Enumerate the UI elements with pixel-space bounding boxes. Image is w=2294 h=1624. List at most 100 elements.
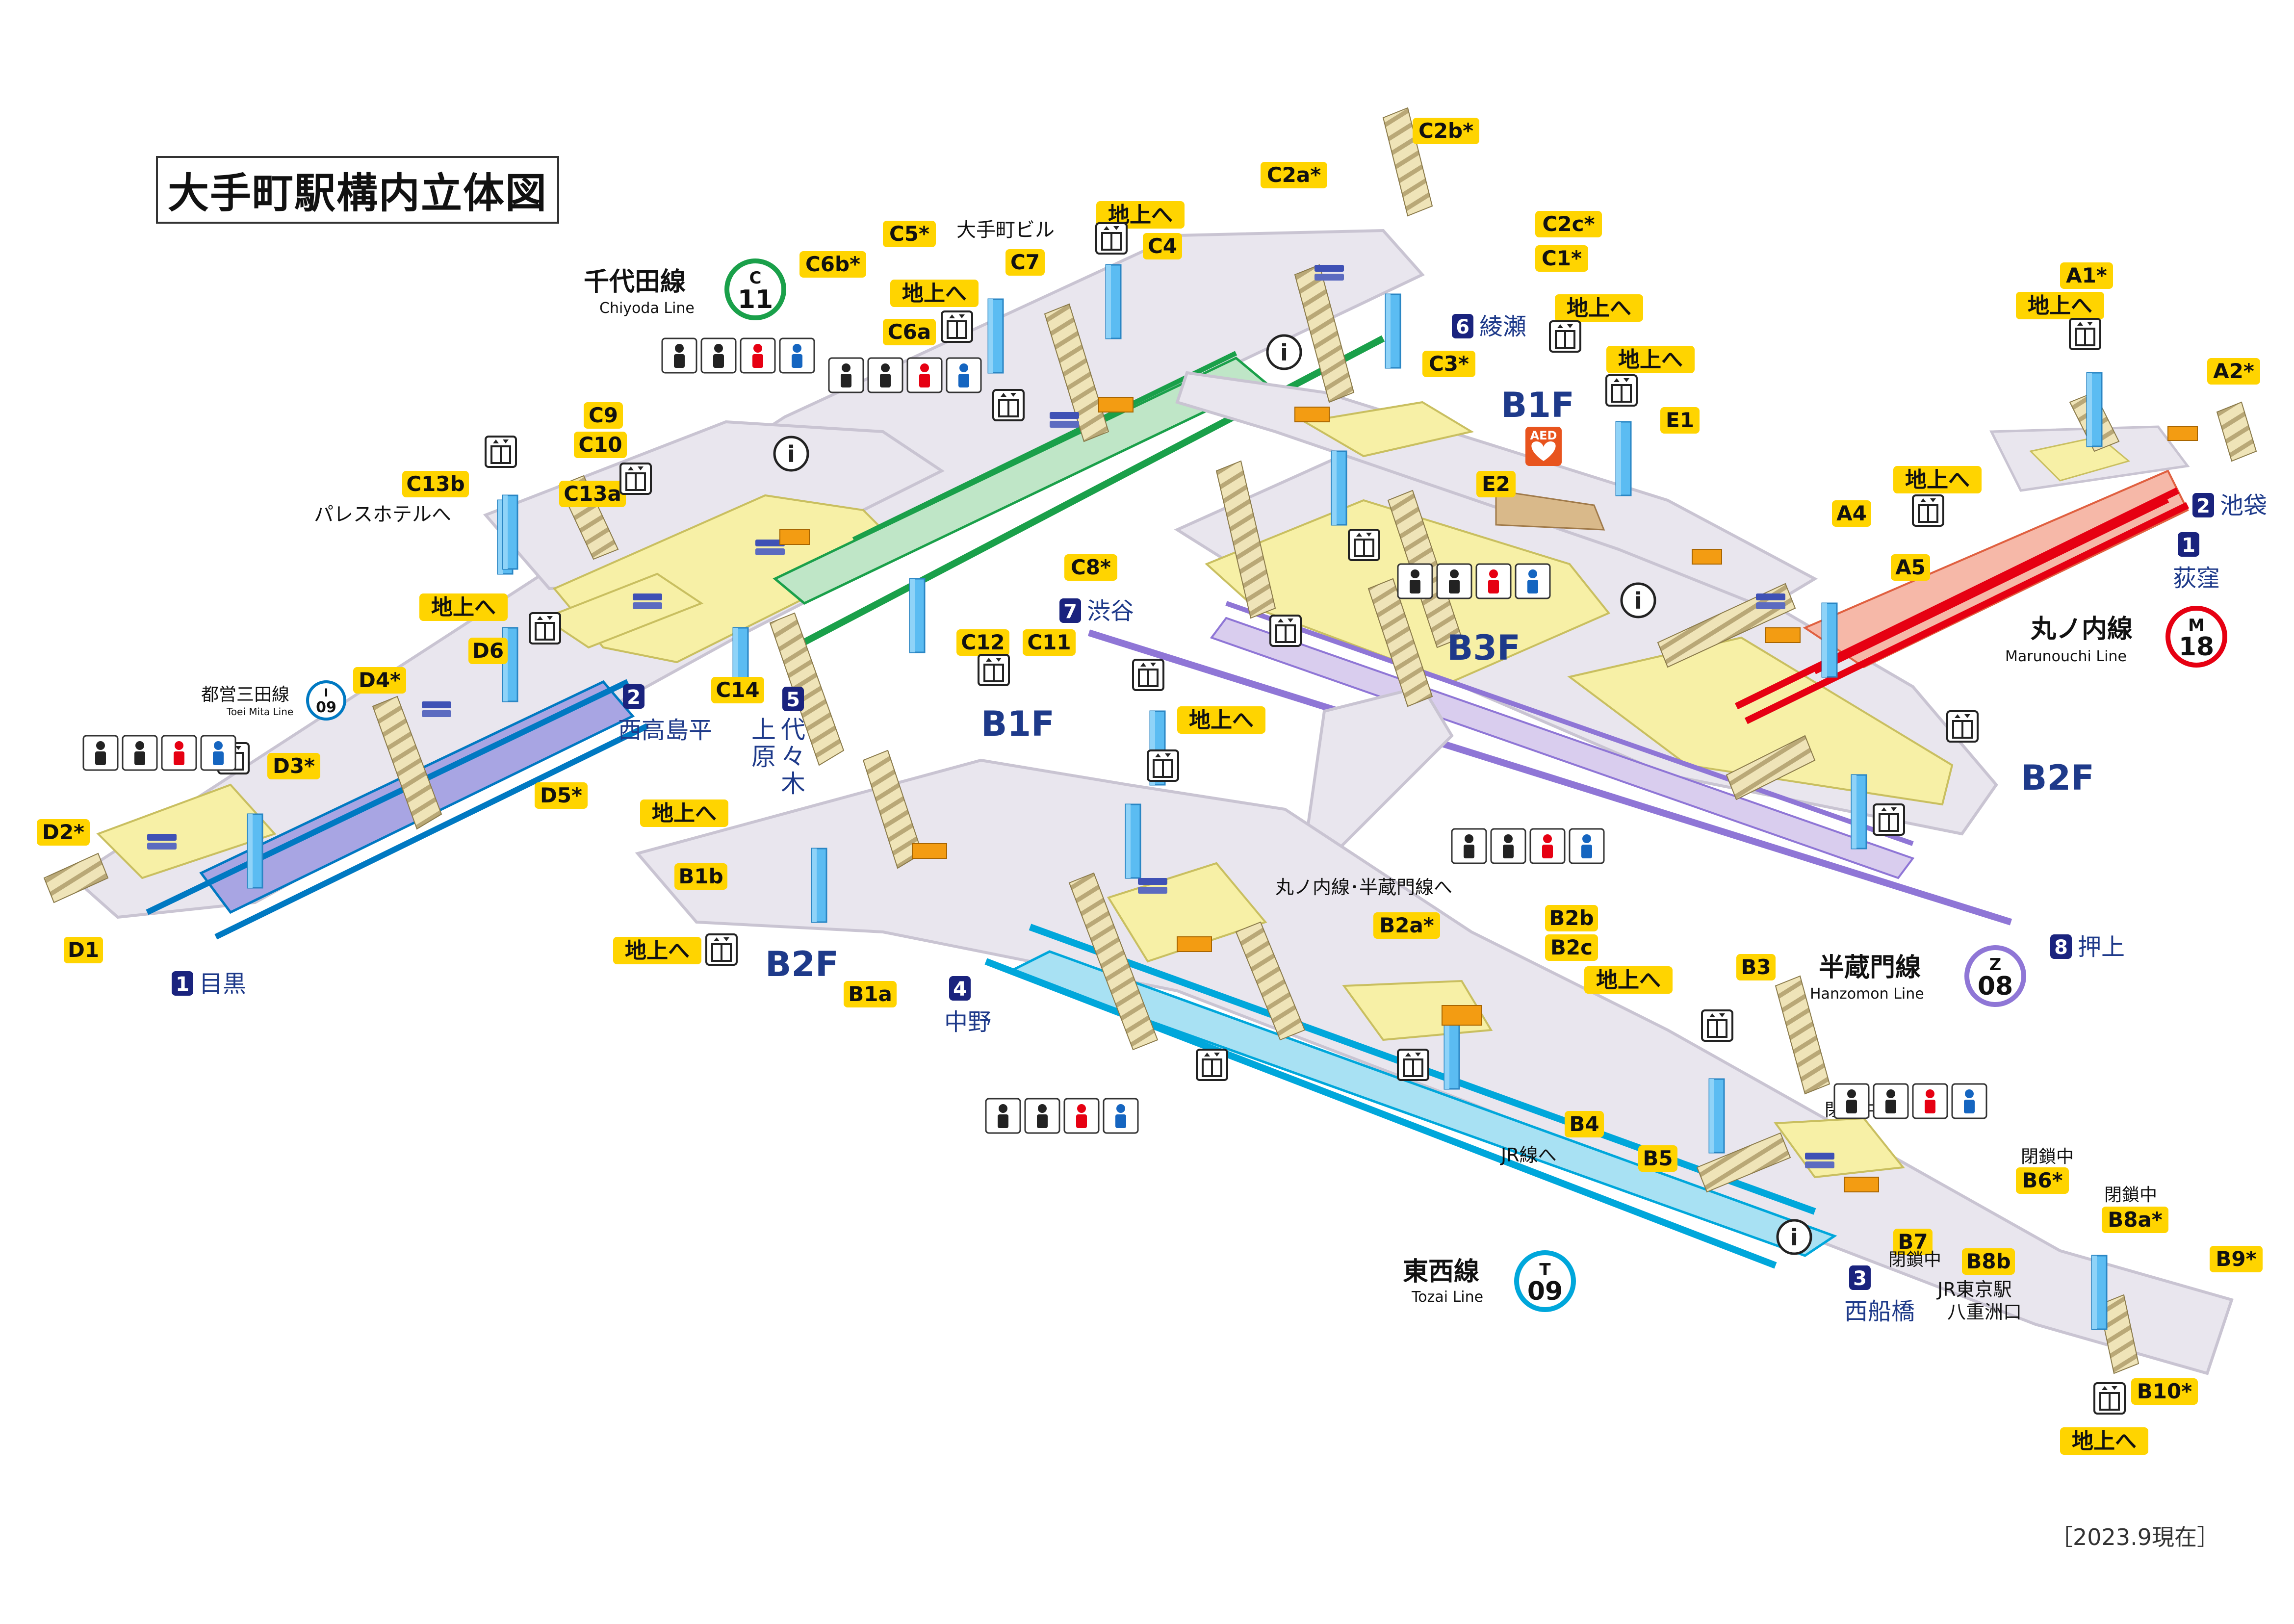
exit-label-text: B1b bbox=[678, 864, 723, 888]
elevator-icon bbox=[1873, 803, 1905, 836]
exit-label-text: D3* bbox=[273, 754, 315, 778]
date-note: ［2023.9現在］ bbox=[2050, 1524, 2219, 1550]
floor-label: B2F bbox=[765, 944, 839, 984]
direction-text: 池袋 bbox=[2220, 492, 2267, 519]
elevator-icon bbox=[1946, 710, 1979, 743]
exit-label-text: C4 bbox=[1148, 234, 1177, 258]
exit-label-b9: B9* bbox=[2210, 1246, 2263, 1272]
line-badge-mita: 都営三田線 Toei Mita Line I 09 bbox=[201, 680, 346, 721]
direction-number: 5 bbox=[786, 689, 800, 711]
direction-text-char: 々 bbox=[781, 743, 805, 771]
exit-label-c1: C1* bbox=[1535, 245, 1588, 272]
to-surface-label: 地上へ bbox=[1096, 201, 1185, 229]
to-surface-label: 地上へ bbox=[1584, 966, 1673, 994]
elevator-icon bbox=[1549, 320, 1581, 353]
wheelchair-icon bbox=[1103, 1098, 1139, 1134]
nursing-room-icon bbox=[1397, 563, 1433, 599]
svg-text:18: 18 bbox=[2179, 632, 2214, 662]
elevator-icon bbox=[978, 654, 1010, 686]
exit-label-text: D5* bbox=[540, 783, 582, 807]
direction-text-char: 原 bbox=[751, 743, 776, 771]
svg-text:09: 09 bbox=[316, 699, 336, 716]
exit-label-text: E2 bbox=[1482, 472, 1510, 496]
elevator-icon bbox=[941, 310, 973, 343]
exit-label-text: C10 bbox=[578, 433, 622, 457]
info-icon: i bbox=[1776, 1219, 1812, 1255]
elevator-icon bbox=[1701, 1009, 1733, 1042]
to-surface-text: 地上へ bbox=[431, 595, 496, 620]
svg-text:i: i bbox=[1280, 339, 1288, 366]
elevator-icon bbox=[1147, 749, 1179, 782]
elevator-icon bbox=[1348, 529, 1380, 561]
svg-text:Hanzomon Line: Hanzomon Line bbox=[1810, 985, 1924, 1003]
baby-care-icon bbox=[1490, 828, 1526, 864]
elevator-icon bbox=[529, 612, 561, 644]
floor-label: B1F bbox=[981, 704, 1055, 744]
exit-label-d2: D2* bbox=[37, 819, 90, 846]
exit-label-b5: B5 bbox=[1638, 1145, 1677, 1172]
exit-label-text: C3* bbox=[1429, 352, 1469, 376]
facility-icon-group bbox=[1451, 828, 1605, 864]
note-jr-tokyo-1: JR東京駅 bbox=[1936, 1279, 2012, 1300]
to-surface-text: 地上へ bbox=[2072, 1429, 2137, 1454]
nursing-room-icon bbox=[661, 337, 697, 374]
elevator-icon bbox=[1912, 494, 1944, 527]
exit-label-c2a: C2a* bbox=[1261, 162, 1327, 188]
exit-label-c13a: C13a bbox=[559, 481, 626, 507]
baby-care-icon bbox=[1873, 1083, 1909, 1119]
direction-m1: 1荻窪 bbox=[2173, 532, 2220, 592]
note-closed-2: 閉鎖中 bbox=[2021, 1147, 2074, 1167]
exit-label-a5: A5 bbox=[1891, 554, 1930, 581]
ticket-gates bbox=[147, 265, 2198, 1192]
to-surface-text: 地上へ bbox=[2028, 293, 2092, 318]
direction-text: 西高島平 bbox=[618, 717, 712, 744]
exit-label-c2b: C2b* bbox=[1413, 118, 1479, 144]
exit-label-text: D4* bbox=[359, 668, 401, 692]
exit-label-text: C2c* bbox=[1543, 212, 1595, 236]
to-surface-label: 地上へ bbox=[613, 937, 701, 964]
facility-icon-group bbox=[1397, 563, 1551, 599]
exit-label-text: C7 bbox=[1010, 250, 1040, 274]
exit-label-text: B6* bbox=[2022, 1168, 2062, 1192]
to-surface-label: 地上へ bbox=[640, 799, 728, 827]
svg-text:C: C bbox=[749, 268, 762, 288]
exit-label-c10: C10 bbox=[574, 432, 627, 458]
direction-number: 2 bbox=[2196, 495, 2210, 517]
svg-text:08: 08 bbox=[1978, 972, 2013, 1001]
exit-label-text: A2* bbox=[2213, 359, 2254, 383]
exit-label-text: C8* bbox=[1071, 555, 1111, 579]
elevator-icon bbox=[1196, 1049, 1228, 1081]
elevator-icon bbox=[1132, 659, 1164, 691]
exit-label-text: C5* bbox=[889, 222, 929, 246]
facility-icon-group bbox=[828, 357, 982, 393]
elevator-icon bbox=[992, 389, 1025, 421]
to-surface-label: 地上へ bbox=[890, 280, 979, 307]
exit-label-b4: B4 bbox=[1565, 1111, 1604, 1137]
wheelchair-icon bbox=[1515, 563, 1551, 599]
toilet-icon bbox=[1529, 828, 1566, 864]
facility-icon-group bbox=[1833, 1083, 1987, 1119]
exit-label-b3: B3 bbox=[1736, 954, 1776, 980]
nursing-room-icon bbox=[1833, 1083, 1870, 1119]
to-surface-text: 地上へ bbox=[1618, 347, 1683, 372]
elevator-icon bbox=[705, 933, 738, 966]
exit-label-c3: C3* bbox=[1422, 351, 1475, 377]
exit-label-d1: D1 bbox=[64, 937, 103, 963]
to-surface-label: 地上へ bbox=[419, 593, 508, 621]
exit-label-d3: D3* bbox=[267, 753, 320, 779]
exit-label-c2c: C2c* bbox=[1535, 211, 1602, 237]
svg-text:Marunouchi Line: Marunouchi Line bbox=[2005, 648, 2127, 665]
svg-text:09: 09 bbox=[1527, 1277, 1563, 1306]
toilet-icon bbox=[740, 337, 776, 374]
exit-label-text: D1 bbox=[68, 938, 99, 962]
elevator-icon bbox=[1095, 222, 1128, 255]
exit-label-text: B3 bbox=[1741, 955, 1771, 979]
direction-number: 8 bbox=[2054, 936, 2068, 959]
exit-label-text: B2c bbox=[1550, 935, 1593, 959]
elevator-icon bbox=[2093, 1382, 2126, 1415]
note-palace-hotel: パレスホテルへ bbox=[314, 503, 451, 526]
note-jr-tokyo-2: 八重洲口 bbox=[1947, 1301, 2022, 1323]
